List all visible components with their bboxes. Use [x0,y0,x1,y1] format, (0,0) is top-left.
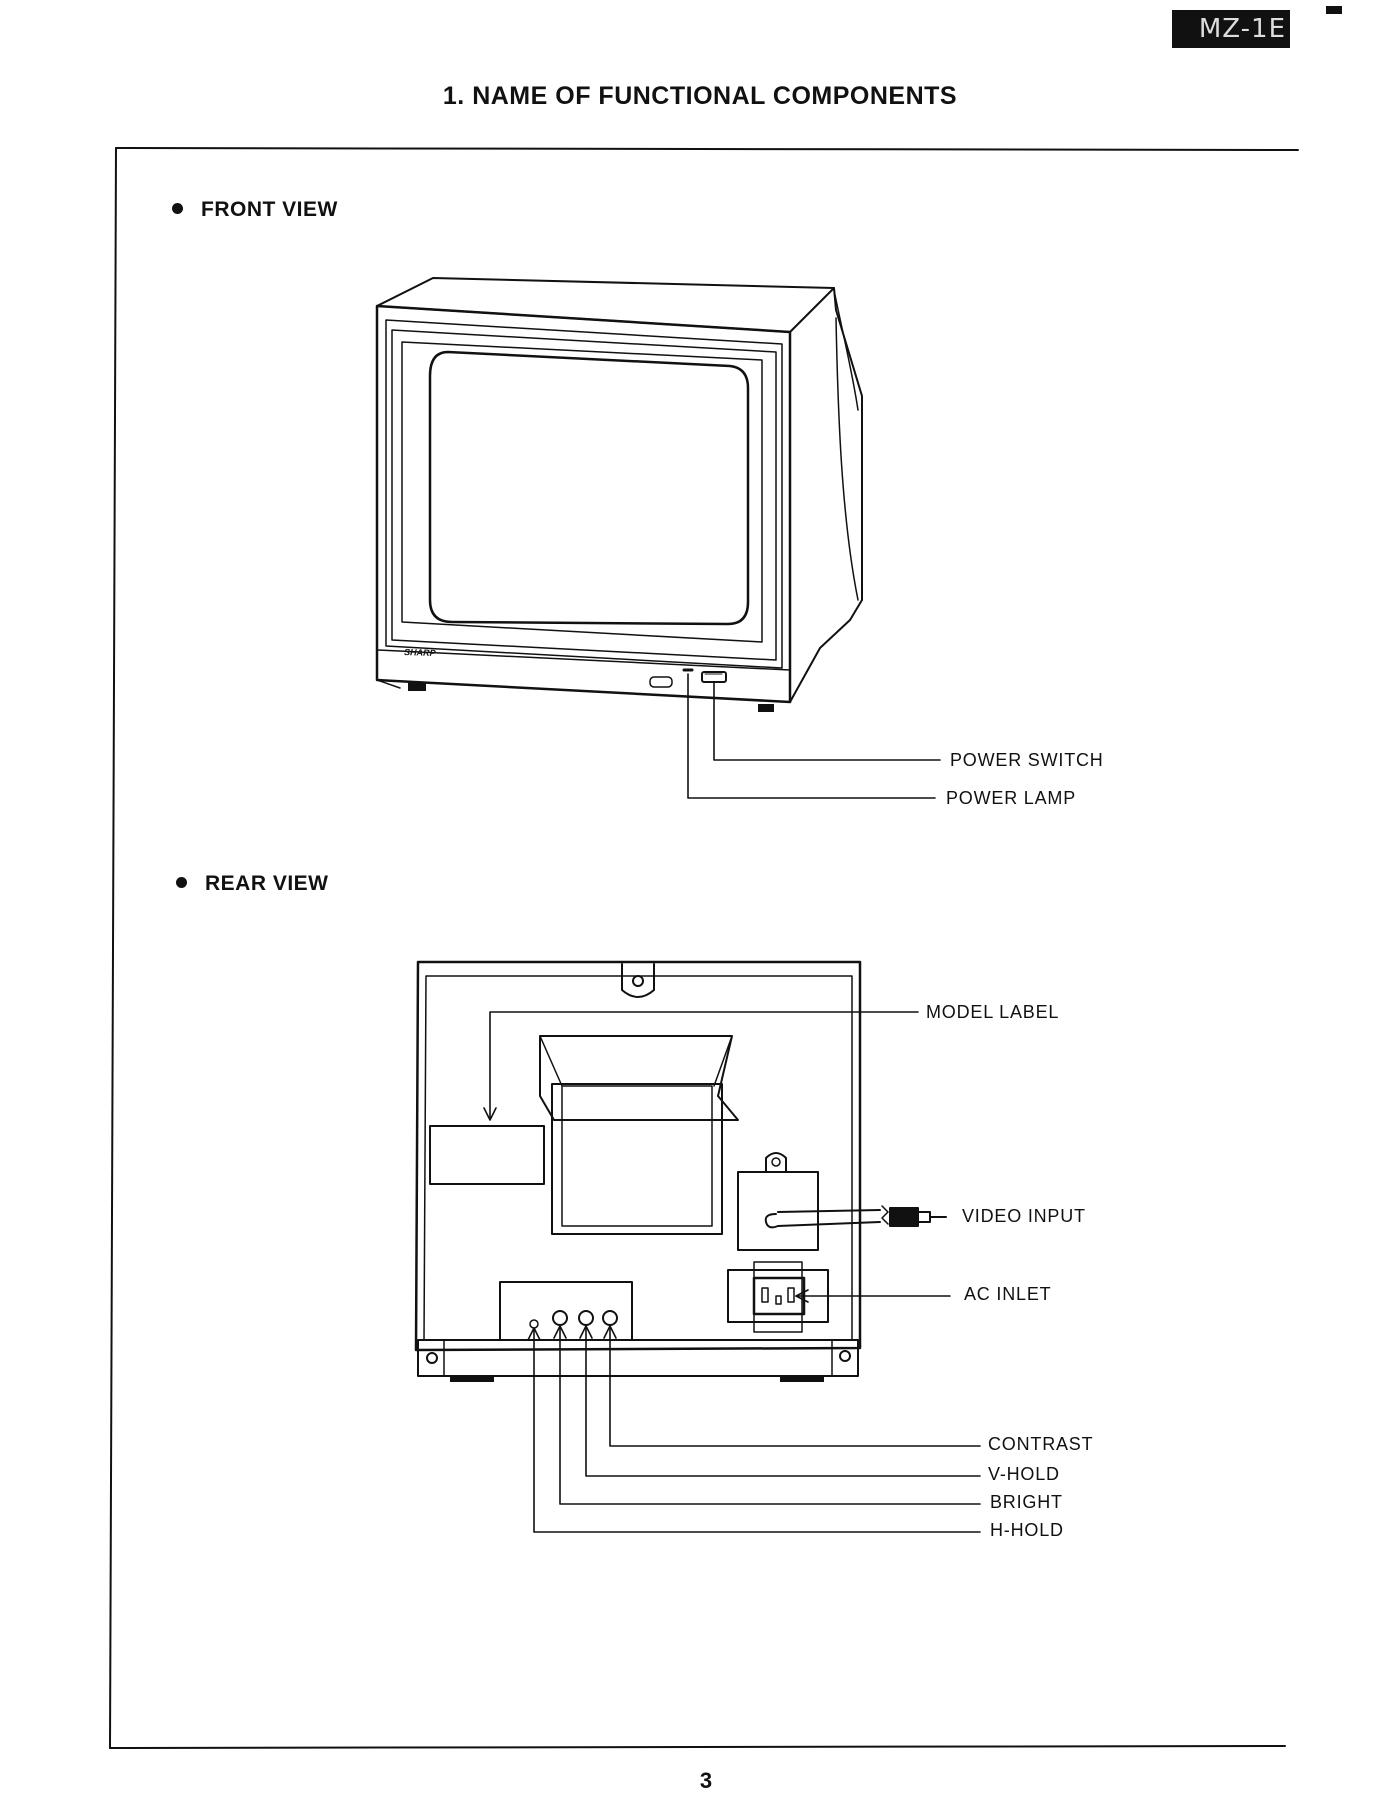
callout-bright: BRIGHT [990,1492,1063,1512]
callout-power-switch: POWER SWITCH [950,750,1104,770]
callout-video-input: VIDEO INPUT [962,1206,1086,1226]
page-frame [109,147,1299,1749]
callout-h-hold: H-HOLD [990,1520,1064,1540]
callout-power-lamp: POWER LAMP [946,788,1077,808]
front-view-heading-text: FRONT VIEW [201,198,338,221]
page-number: 3 [699,1768,713,1793]
callout-v-hold: V-HOLD [988,1464,1060,1484]
front-brand-mark: SHARP [404,647,437,658]
bullet-icon [172,202,183,214]
page-title: 1. NAME OF FUNCTIONAL COMPONENTS [442,82,958,110]
rear-view-heading: REAR VIEW [176,872,329,896]
callout-ac-inlet: AC INLET [964,1284,1052,1304]
corner-mark [1326,6,1342,14]
front-view-heading: FRONT VIEW [172,198,338,222]
model-tag: MZ-1E [1172,10,1290,48]
rear-view-monitor [414,960,947,1382]
bullet-icon [176,876,187,888]
callout-model-label: MODEL LABEL [926,1002,1060,1022]
rear-leader-lines [483,1011,981,1533]
rear-view-heading-text: REAR VIEW [205,872,329,895]
callout-contrast: CONTRAST [988,1434,1094,1454]
front-leader-lines [687,673,941,799]
front-view-monitor: SHARP [375,277,863,712]
